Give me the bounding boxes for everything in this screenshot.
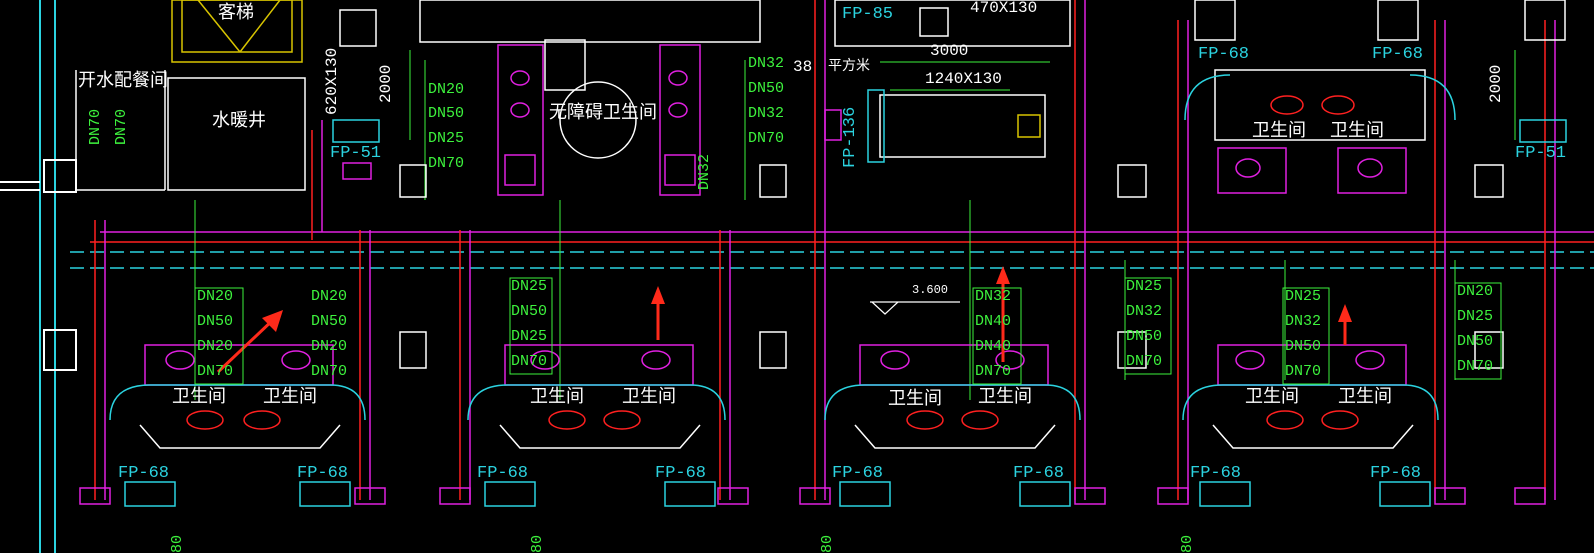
pipe-size-label: DN25 <box>428 130 465 147</box>
room-label-bathroom: 卫生间 <box>1338 386 1392 407</box>
room-label-bathroom: 卫生间 <box>622 386 676 407</box>
pipe-size-label: DN70 <box>748 130 785 147</box>
fan-coil-label: FP-68 <box>1013 464 1065 483</box>
bathroom-pod-1 <box>109 344 366 449</box>
pipe-size-label: DN20 <box>311 338 348 355</box>
dimension-label: 80 <box>169 534 186 553</box>
level-marker <box>870 301 960 315</box>
fan-coil-label: FP-51 <box>1515 144 1567 163</box>
room-label-bathroom: 卫生间 <box>1252 120 1306 141</box>
bathroom-pod-2 <box>467 344 726 449</box>
room-label-kitchen: 开水配餐间 <box>78 70 168 91</box>
pipe-size-label: DN70 <box>87 108 104 145</box>
fan-coil-label: FP-68 <box>1198 45 1250 64</box>
pipe-size-label: DN32 <box>748 105 785 122</box>
main-pipe-runs <box>70 220 1594 500</box>
duct-size-label: 620X130 <box>323 47 341 115</box>
dimension-label: 80 <box>819 534 836 553</box>
room-label-accessible-wc: 无障碍卫生间 <box>549 102 657 123</box>
room-label-bathroom: 卫生间 <box>172 386 226 407</box>
pipe-size-label: DN40 <box>975 338 1012 355</box>
duct-size-label: 470X130 <box>970 0 1038 17</box>
fan-coil-label: FP-51 <box>330 144 382 163</box>
room-label-guest-elevator: 客梯 <box>218 2 254 23</box>
top-left-rooms <box>75 0 306 191</box>
pipe-size-label: DN32 <box>1285 313 1322 330</box>
pipe-size-label: DN32 <box>748 55 785 72</box>
pipe-size-label: DN25 <box>1126 278 1163 295</box>
fan-coil-label: FP-136 <box>841 106 860 168</box>
duct-size-label: 1240X130 <box>925 70 1002 88</box>
pipe-size-label: DN32 <box>975 288 1012 305</box>
pipe-size-label: DN70 <box>311 363 348 380</box>
top-right-bathrooms <box>1184 0 1566 194</box>
pipe-label-frames <box>194 277 1502 385</box>
dimension-label: 80 <box>1179 534 1196 553</box>
pipe-size-label: DN20 <box>428 81 465 98</box>
pipe-size-label: DN32 <box>1126 303 1163 320</box>
red-arrows <box>216 266 1352 374</box>
pipe-size-label: DN70 <box>197 363 234 380</box>
pipe-size-label: DN50 <box>1457 333 1494 350</box>
top-fan-coil-units <box>332 7 1567 180</box>
pipe-size-label: DN20 <box>1457 283 1494 300</box>
pipe-size-label: DN50 <box>197 313 234 330</box>
room-label-bathroom: 卫生间 <box>1330 120 1384 141</box>
fan-coil-label: FP-85 <box>842 5 894 24</box>
pipe-size-label: DN70 <box>511 353 548 370</box>
vertical-risers <box>311 0 1556 500</box>
room-label-bathroom: 卫生间 <box>263 386 317 407</box>
pipe-size-label: DN25 <box>1285 288 1322 305</box>
structural-columns <box>399 164 1504 369</box>
room-label-bathroom: 卫生间 <box>1245 386 1299 407</box>
pipe-size-label: DN50 <box>511 303 548 320</box>
pipe-size-label: DN70 <box>1126 353 1163 370</box>
bathroom-pod-4 <box>1182 344 1439 449</box>
pipe-size-label: DN50 <box>748 80 785 97</box>
pipe-size-label: DN25 <box>511 328 548 345</box>
pipe-size-label: DN32 <box>696 153 713 190</box>
pipe-size-label: DN70 <box>113 108 130 145</box>
pipe-size-label: DN25 <box>1457 308 1494 325</box>
fan-coil-label: FP-68 <box>1190 464 1242 483</box>
room-label-bathroom: 卫生间 <box>978 386 1032 407</box>
pipe-size-label: DN20 <box>311 288 348 305</box>
level-label: 3.600 <box>912 283 949 297</box>
dimension-label: 2000 <box>1487 64 1505 103</box>
lower-fan-coil-units <box>79 481 1546 507</box>
fan-coil-label: FP-68 <box>655 464 707 483</box>
fan-coil-label: FP-68 <box>832 464 884 483</box>
accessible-wc-block <box>419 0 761 196</box>
dimension-label: 80 <box>529 534 546 553</box>
pipe-size-label: DN20 <box>197 338 234 355</box>
pipe-size-label: DN25 <box>511 278 548 295</box>
room-label-water-heating: 水暖井 <box>212 110 266 131</box>
dimension-label: 3000 <box>930 42 969 60</box>
fan-coil-label: FP-68 <box>1372 45 1424 64</box>
room-label-bathroom: 卫生间 <box>530 386 584 407</box>
dimension-label: 2000 <box>377 64 395 103</box>
fan-coil-label: FP-68 <box>297 464 349 483</box>
fp136-unit <box>824 0 1071 163</box>
fan-coil-label: FP-68 <box>1370 464 1422 483</box>
pipe-size-label: DN50 <box>311 313 348 330</box>
fan-coil-label: FP-68 <box>477 464 529 483</box>
fan-coil-label: FP-68 <box>118 464 170 483</box>
room-area-value: 38 <box>793 58 813 76</box>
room-label-bathroom: 卫生间 <box>888 388 942 409</box>
pipe-size-label: DN50 <box>428 105 465 122</box>
pipe-size-label: DN50 <box>1285 338 1322 355</box>
pipe-size-label: DN70 <box>975 363 1012 380</box>
pipe-size-label: DN40 <box>975 313 1012 330</box>
pipe-size-label: DN70 <box>1457 358 1494 375</box>
room-label-area-unit: 平方米 <box>828 58 870 74</box>
bathroom-pod-3 <box>824 344 1081 449</box>
pipe-size-label: DN70 <box>1285 363 1322 380</box>
pipe-size-label: DN20 <box>197 288 234 305</box>
pipe-size-label: DN50 <box>1126 328 1163 345</box>
pipe-size-label: DN70 <box>428 155 465 172</box>
